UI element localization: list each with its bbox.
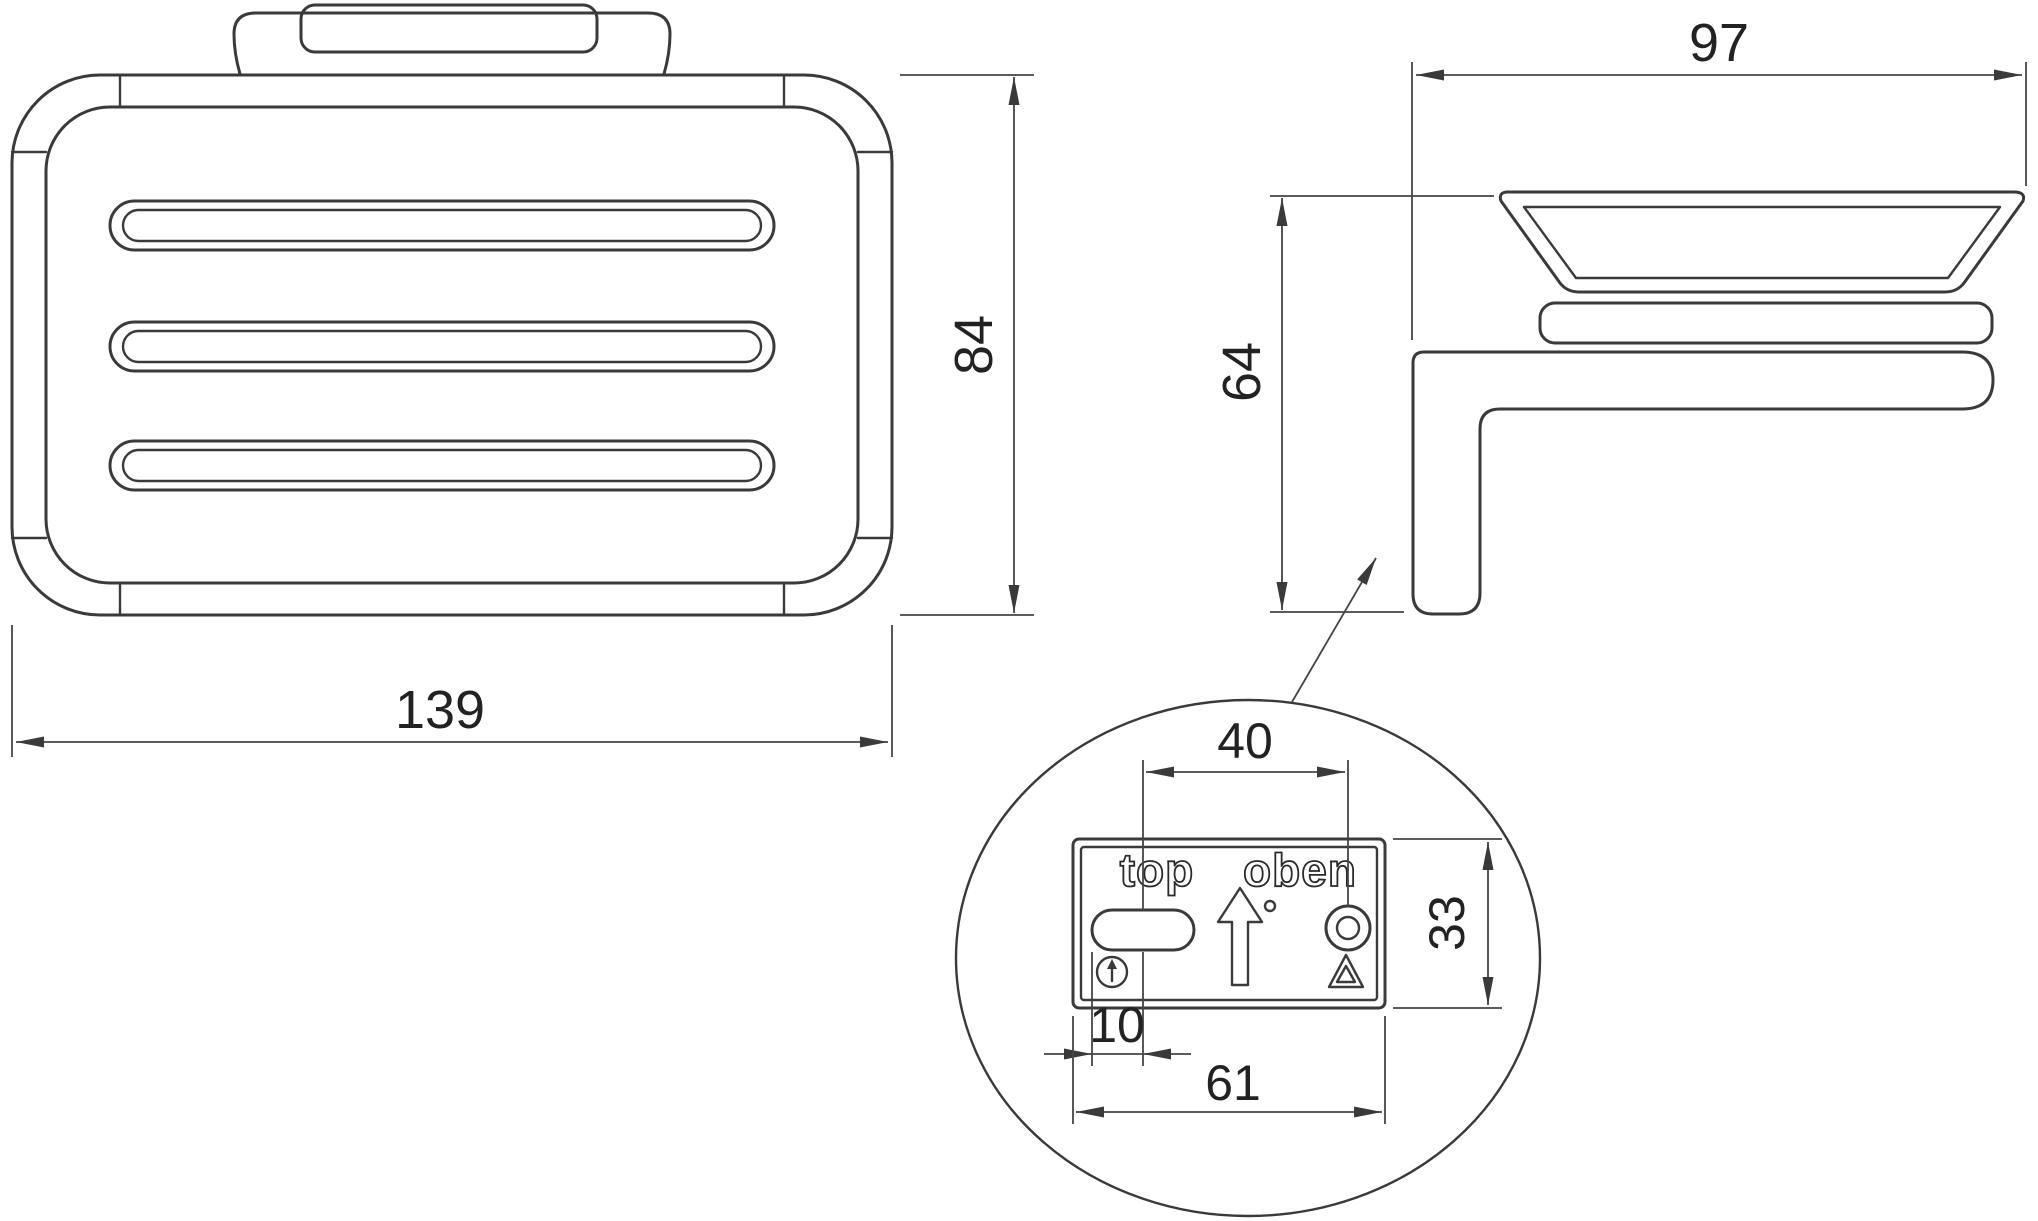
dim-84-label: 84	[944, 315, 1004, 375]
mounting-plate-outer	[1071, 837, 1387, 1010]
soap-dish-profile-inner	[1522, 205, 2002, 280]
dim-40-label: 40	[1217, 713, 1273, 769]
up-arrow-icon	[1216, 886, 1264, 987]
front-width-dimension: 139	[11, 625, 893, 757]
side-depth-dimension: 97	[1411, 13, 2027, 340]
dim-64-label: 64	[1212, 342, 1272, 402]
screw-hole-outer	[1324, 904, 1372, 952]
extension-lines	[1142, 760, 1349, 910]
slot-outer	[108, 199, 776, 252]
slot-inner	[121, 448, 763, 483]
dim-33-label: 33	[1419, 895, 1475, 951]
basket-slot-top	[108, 199, 776, 252]
extension-lines	[1270, 195, 1494, 613]
basket-wire-ticks	[10, 73, 894, 617]
front-height-dimension: 84	[900, 74, 1034, 616]
extension-lines	[900, 74, 1034, 616]
wall-bracket-profile	[1411, 350, 1995, 616]
screw-hole-inner	[1335, 915, 1361, 941]
soap-dish-profile-outer	[1498, 190, 2026, 294]
extension-lines	[1091, 952, 1144, 1066]
mounting-plate-inner	[1079, 845, 1379, 1002]
basket-slot-middle	[108, 320, 776, 373]
extension-lines	[1393, 838, 1502, 1009]
slot-outer	[108, 439, 776, 492]
extension-lines	[1411, 62, 2027, 340]
basket-slot-bottom	[108, 439, 776, 492]
plate-width-dimension: 61	[1072, 1016, 1386, 1124]
dim-139-label: 139	[395, 680, 485, 740]
slot-inner	[121, 329, 763, 364]
slot-inner	[121, 208, 763, 243]
screw-slot	[1090, 908, 1196, 952]
side-view	[1411, 190, 2026, 616]
arrow-tip-mark	[1263, 899, 1277, 913]
detail-balloon-circle	[954, 698, 1542, 1218]
oben-label: oben	[1243, 844, 1357, 896]
detail-leader-arrow	[1291, 557, 1377, 703]
mounting-bracket-plate	[299, 3, 599, 54]
plate-height-dimension: 33	[1393, 838, 1502, 1009]
orientation-icon-circle	[1095, 955, 1129, 989]
mounting-bracket-outline	[232, 11, 672, 76]
hole-spacing-dimension: 40	[1142, 713, 1349, 910]
slot-offset-dimension: 10	[1044, 952, 1191, 1066]
detail-view: top oben 40 33	[954, 698, 1542, 1218]
extension-lines	[1072, 1016, 1386, 1124]
orientation-icon	[1095, 955, 1129, 989]
side-height-dimension: 64	[1212, 195, 1494, 613]
recycle-icon	[1327, 953, 1365, 989]
dim-61-label: 61	[1205, 1055, 1261, 1111]
basket-inner-frame	[44, 105, 860, 585]
orientation-icon-head	[1107, 959, 1117, 969]
top-label: top	[1120, 844, 1195, 896]
basket-ring-profile	[1538, 301, 1994, 345]
slot-outer	[108, 320, 776, 373]
front-view	[10, 3, 894, 617]
extension-lines	[11, 625, 893, 757]
basket-outer-frame	[10, 73, 894, 617]
dim-97-label: 97	[1689, 13, 1749, 73]
dim-10-label: 10	[1089, 997, 1145, 1053]
